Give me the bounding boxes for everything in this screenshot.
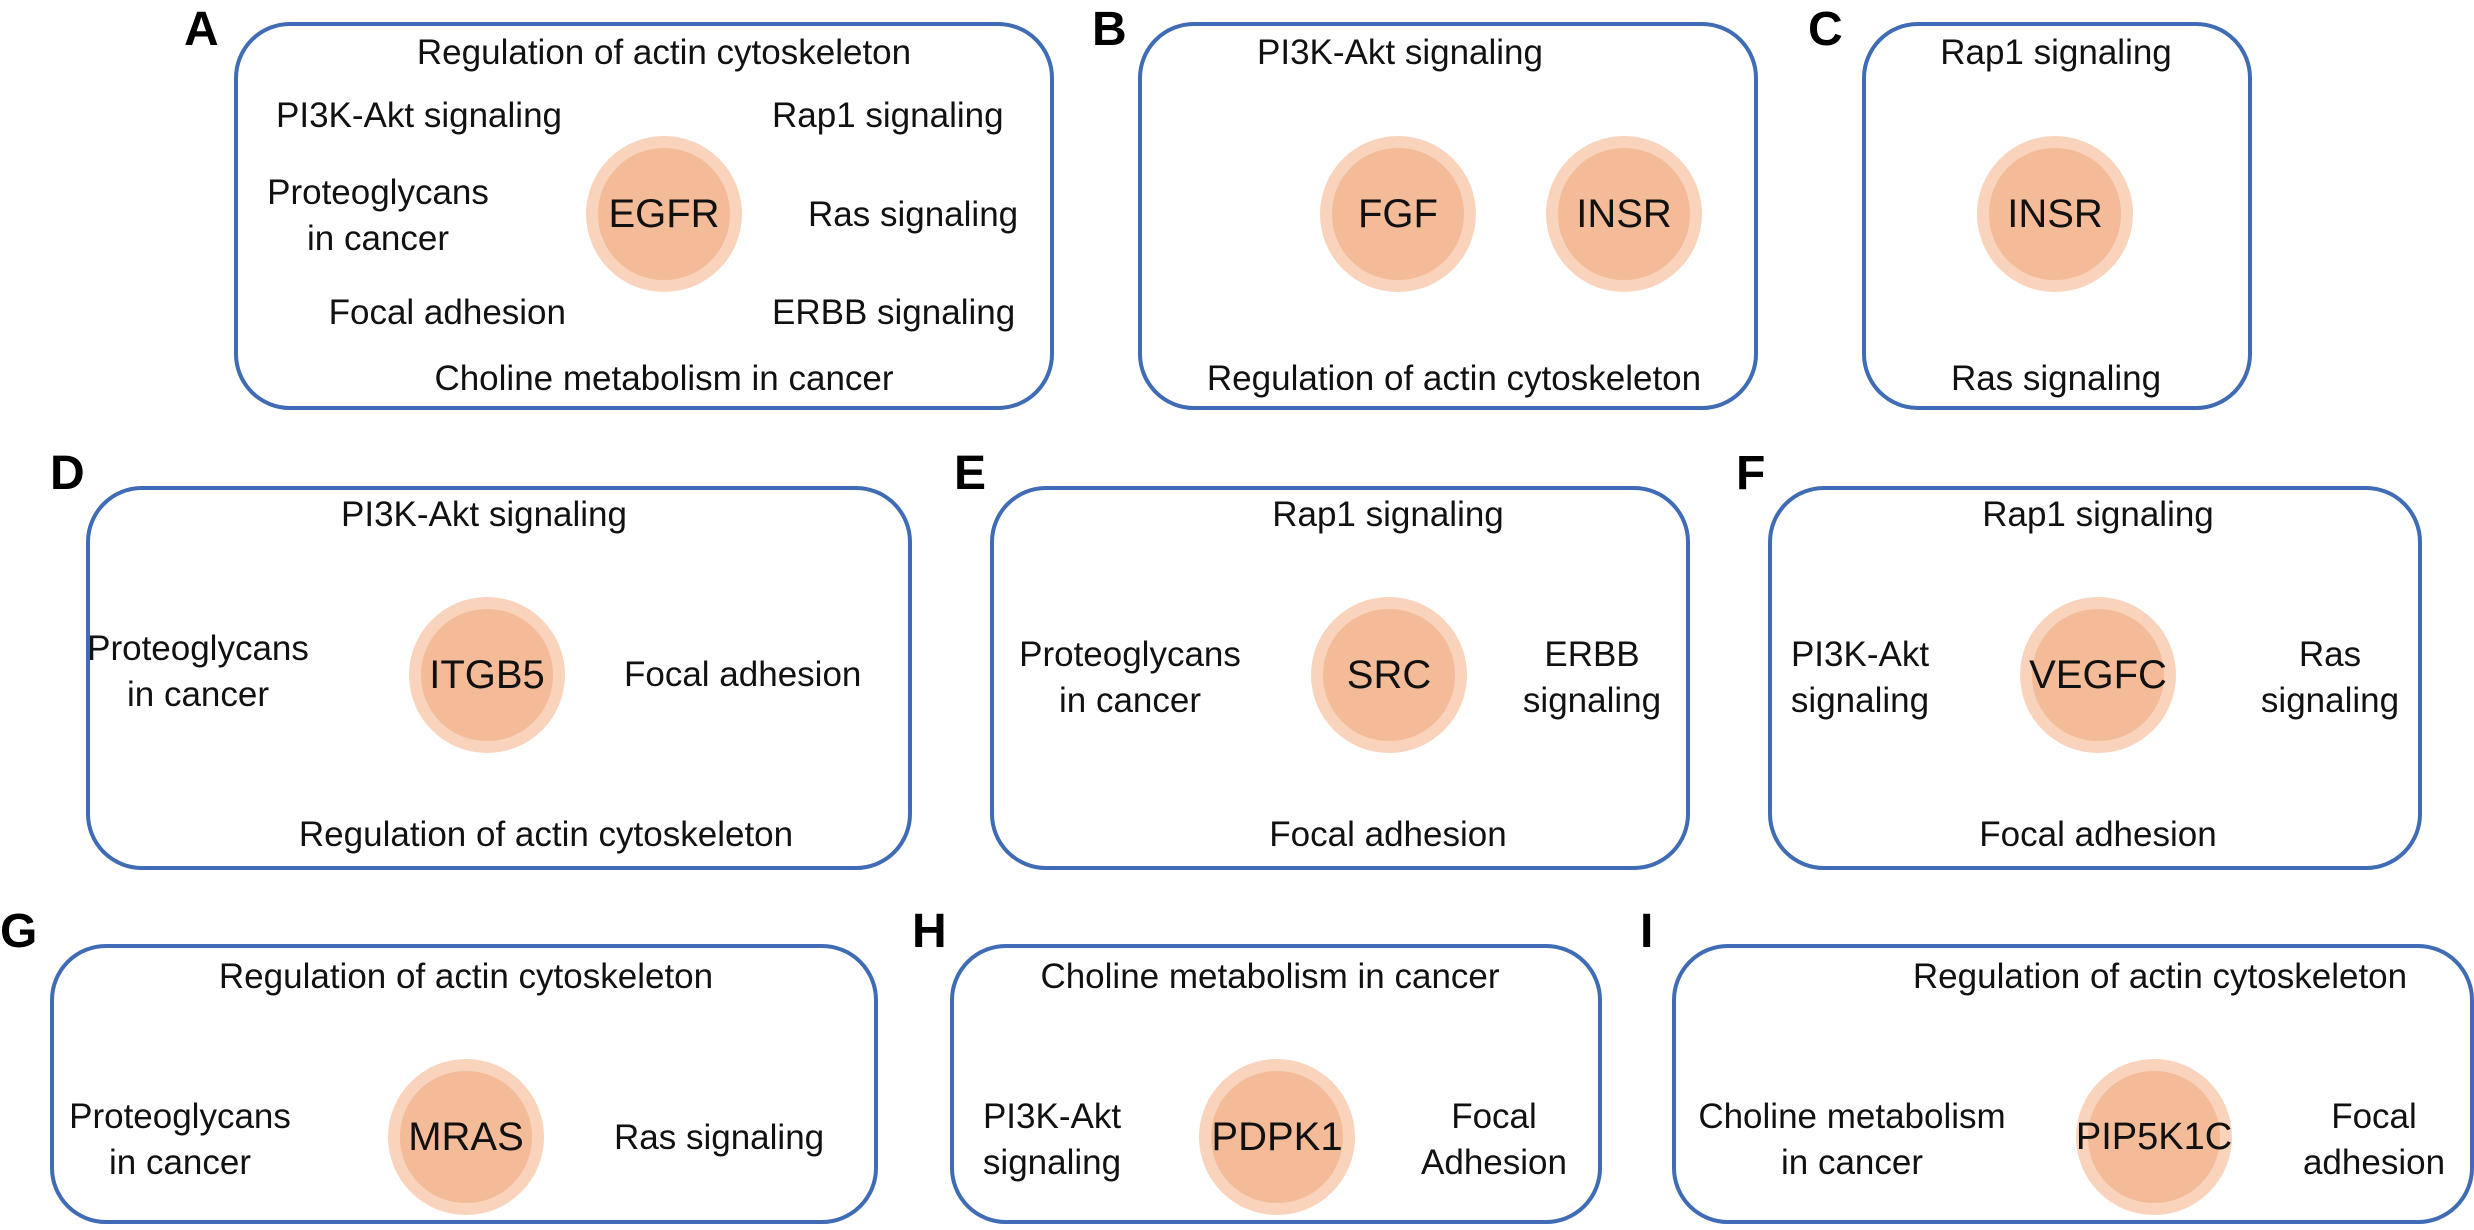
label-h-right: Focal Adhesion [1421, 1094, 1567, 1185]
node-egfr: EGFR [586, 136, 742, 292]
node-itgb5: ITGB5 [409, 597, 565, 753]
label-d-top: PI3K-Akt signaling [341, 495, 627, 534]
label-f-right-line2: signaling [2260, 680, 2400, 720]
label-f-left-line1: PI3K-Akt [1790, 635, 1930, 674]
label-d-left-line1: Proteoglycans [87, 629, 309, 668]
label-i-left: Choline metabolism in cancer [1698, 1094, 2005, 1185]
label-h-top: Choline metabolism in cancer [1040, 957, 1500, 996]
label-i-right: Focal adhesion [2303, 1094, 2445, 1185]
label-i-right-line2: adhesion [2302, 1142, 2446, 1182]
label-g-right: Ras signaling [614, 1118, 825, 1157]
label-e-left-line2: in cancer [1058, 680, 1202, 720]
node-src-label: SRC [1323, 609, 1455, 741]
label-h-right-line1: Focal [1451, 1097, 1537, 1136]
label-f-right: Ras signaling [2261, 632, 2399, 723]
label-d-left: Proteoglycans in cancer [87, 626, 309, 717]
label-f-right-line1: Ras [2298, 635, 2362, 674]
label-e-left: Proteoglycans in cancer [1019, 632, 1241, 723]
label-c-top: Rap1 signaling [1940, 33, 2172, 72]
node-insr-b: INSR [1546, 136, 1702, 292]
panel-letter-e: E [954, 447, 987, 500]
label-a-top-left: PI3K-Akt signaling [276, 96, 562, 135]
node-vegfc-label: VEGFC [2029, 609, 2167, 741]
label-d-left-line2: in cancer [126, 674, 270, 714]
label-i-right-line1: Focal [2331, 1097, 2417, 1136]
node-src: SRC [1311, 597, 1467, 753]
label-i-left-line2: in cancer [1780, 1142, 1924, 1182]
label-e-top: Rap1 signaling [1272, 495, 1504, 534]
label-i-top: Regulation of actin cytoskeleton [1912, 957, 2408, 996]
label-h-right-line2: Adhesion [1421, 1142, 1567, 1182]
node-mras: MRAS [388, 1059, 544, 1215]
label-e-right-line2: signaling [1522, 680, 1662, 720]
label-b-bottom: Regulation of actin cytoskeleton [1206, 359, 1702, 398]
node-insr-c-label: INSR [1989, 148, 2121, 280]
node-fgf: FGF [1320, 136, 1476, 292]
label-a-top: Regulation of actin cytoskeleton [416, 33, 912, 72]
label-b-top: PI3K-Akt signaling [1257, 33, 1543, 72]
node-pip5k1c-label: PIP5K1C [2076, 1071, 2232, 1203]
label-e-right-line1: ERBB [1544, 635, 1640, 674]
label-e-left-line1: Proteoglycans [1019, 635, 1241, 674]
panel-letter-b: B [1092, 3, 1127, 56]
label-g-top: Regulation of actin cytoskeleton [218, 957, 714, 996]
node-mras-label: MRAS [400, 1071, 532, 1203]
label-g-left-line1: Proteoglycans [69, 1097, 291, 1136]
node-pip5k1c: PIP5K1C [2076, 1059, 2232, 1215]
label-i-left-line1: Choline metabolism [1698, 1097, 2006, 1136]
node-itgb5-label: ITGB5 [421, 609, 553, 741]
label-a-bottom: Choline metabolism in cancer [434, 359, 894, 398]
panel-i-box [1672, 944, 2474, 1224]
panel-letter-f: F [1736, 447, 1766, 500]
panel-c-box [1862, 22, 2252, 410]
panel-letter-i: I [1640, 905, 1654, 958]
node-vegfc: VEGFC [2020, 597, 2176, 753]
label-a-right: Ras signaling [808, 195, 1019, 234]
label-a-bottom-right: ERBB signaling [772, 293, 1016, 332]
label-a-left-line2: in cancer [306, 218, 450, 258]
panel-letter-c: C [1808, 3, 1843, 56]
label-g-left-line2: in cancer [108, 1142, 252, 1182]
label-e-bottom: Focal adhesion [1269, 815, 1507, 854]
label-e-right: ERBB signaling [1523, 632, 1661, 723]
panel-letter-g: G [0, 905, 38, 958]
node-fgf-label: FGF [1332, 148, 1464, 280]
node-pdpk1-label: PDPK1 [1211, 1071, 1343, 1203]
node-insr-b-label: INSR [1558, 148, 1690, 280]
label-c-bottom: Ras signaling [1950, 359, 2162, 398]
label-h-left-line1: PI3K-Akt [982, 1097, 1122, 1136]
node-egfr-label: EGFR [598, 148, 730, 280]
node-insr-c: INSR [1977, 136, 2133, 292]
label-f-left-line2: signaling [1790, 680, 1930, 720]
label-f-bottom: Focal adhesion [1979, 815, 2217, 854]
label-a-left: Proteoglycans in cancer [267, 170, 489, 261]
label-f-left: PI3K-Akt signaling [1791, 632, 1929, 723]
node-pdpk1: PDPK1 [1199, 1059, 1355, 1215]
label-a-bottom-left: Focal adhesion [328, 293, 566, 332]
label-a-left-line1: Proteoglycans [267, 173, 489, 212]
panel-letter-a: A [184, 3, 219, 56]
panel-letter-d: D [50, 447, 85, 500]
label-d-right: Focal adhesion [624, 655, 862, 694]
label-h-left-line2: signaling [982, 1142, 1122, 1182]
panel-letter-h: H [912, 905, 947, 958]
label-f-top: Rap1 signaling [1982, 495, 2214, 534]
label-d-bottom: Regulation of actin cytoskeleton [298, 815, 794, 854]
label-h-left: PI3K-Akt signaling [983, 1094, 1121, 1185]
label-a-top-right: Rap1 signaling [772, 96, 1004, 135]
label-g-left: Proteoglycans in cancer [69, 1094, 291, 1185]
